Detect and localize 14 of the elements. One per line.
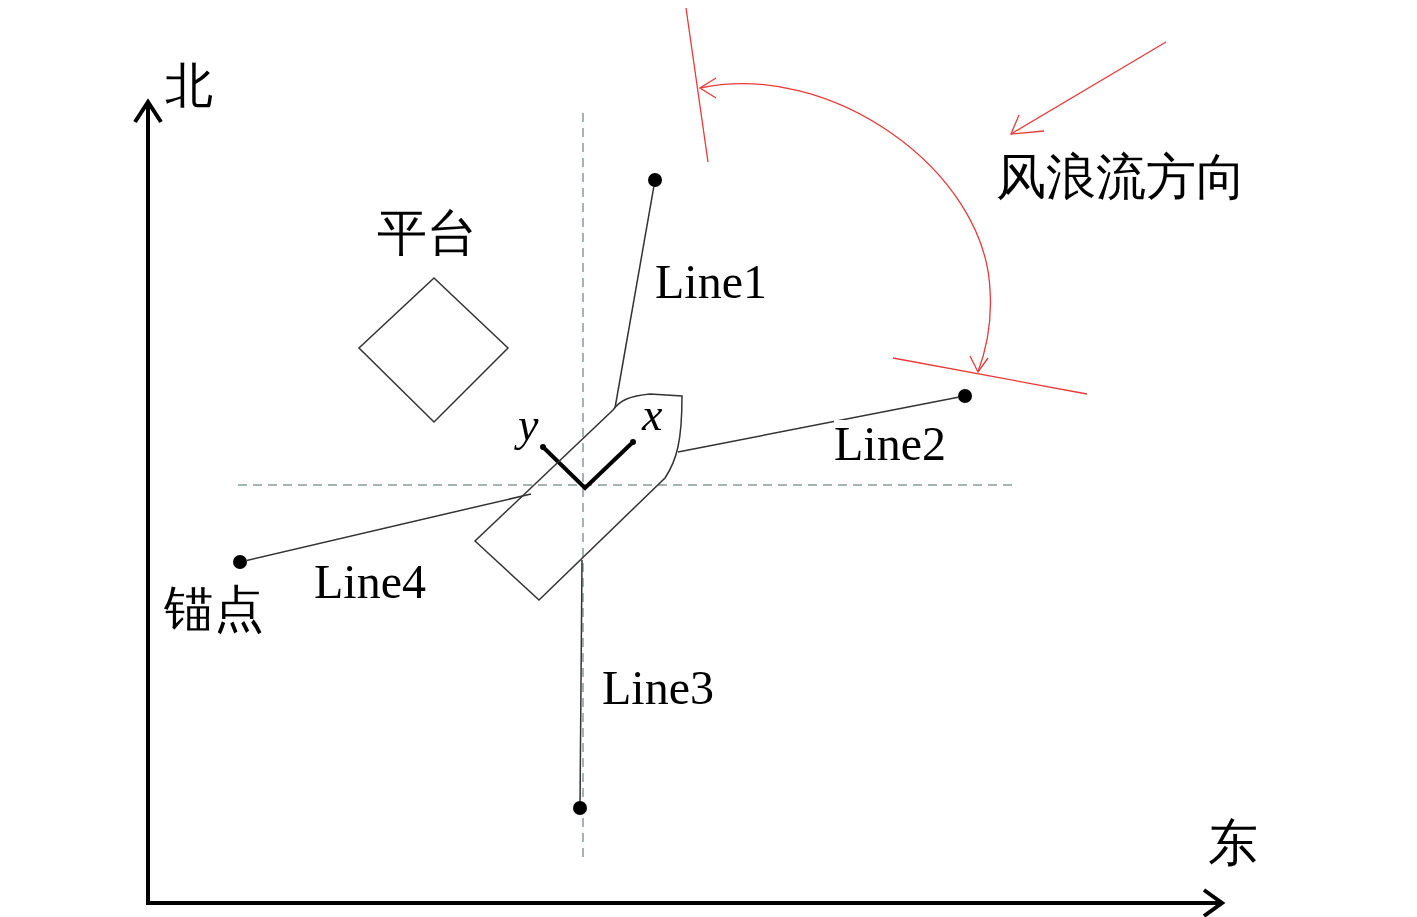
anchor-point xyxy=(573,801,587,815)
text-label: 东 xyxy=(1208,818,1258,868)
mooring-line xyxy=(246,493,532,562)
axis-label: x xyxy=(642,392,663,438)
mooring-line xyxy=(579,559,583,802)
text-label: 北 xyxy=(165,62,213,110)
anchor-point xyxy=(958,389,972,403)
anchor-point xyxy=(233,555,247,569)
mooring-line xyxy=(614,186,655,409)
mooring-line xyxy=(677,396,959,453)
platform-label: 平台 xyxy=(377,208,477,258)
anchor-point xyxy=(648,173,662,187)
anchor-label: 锚点 xyxy=(164,584,264,634)
text-label: 风浪流方向 xyxy=(996,152,1246,202)
